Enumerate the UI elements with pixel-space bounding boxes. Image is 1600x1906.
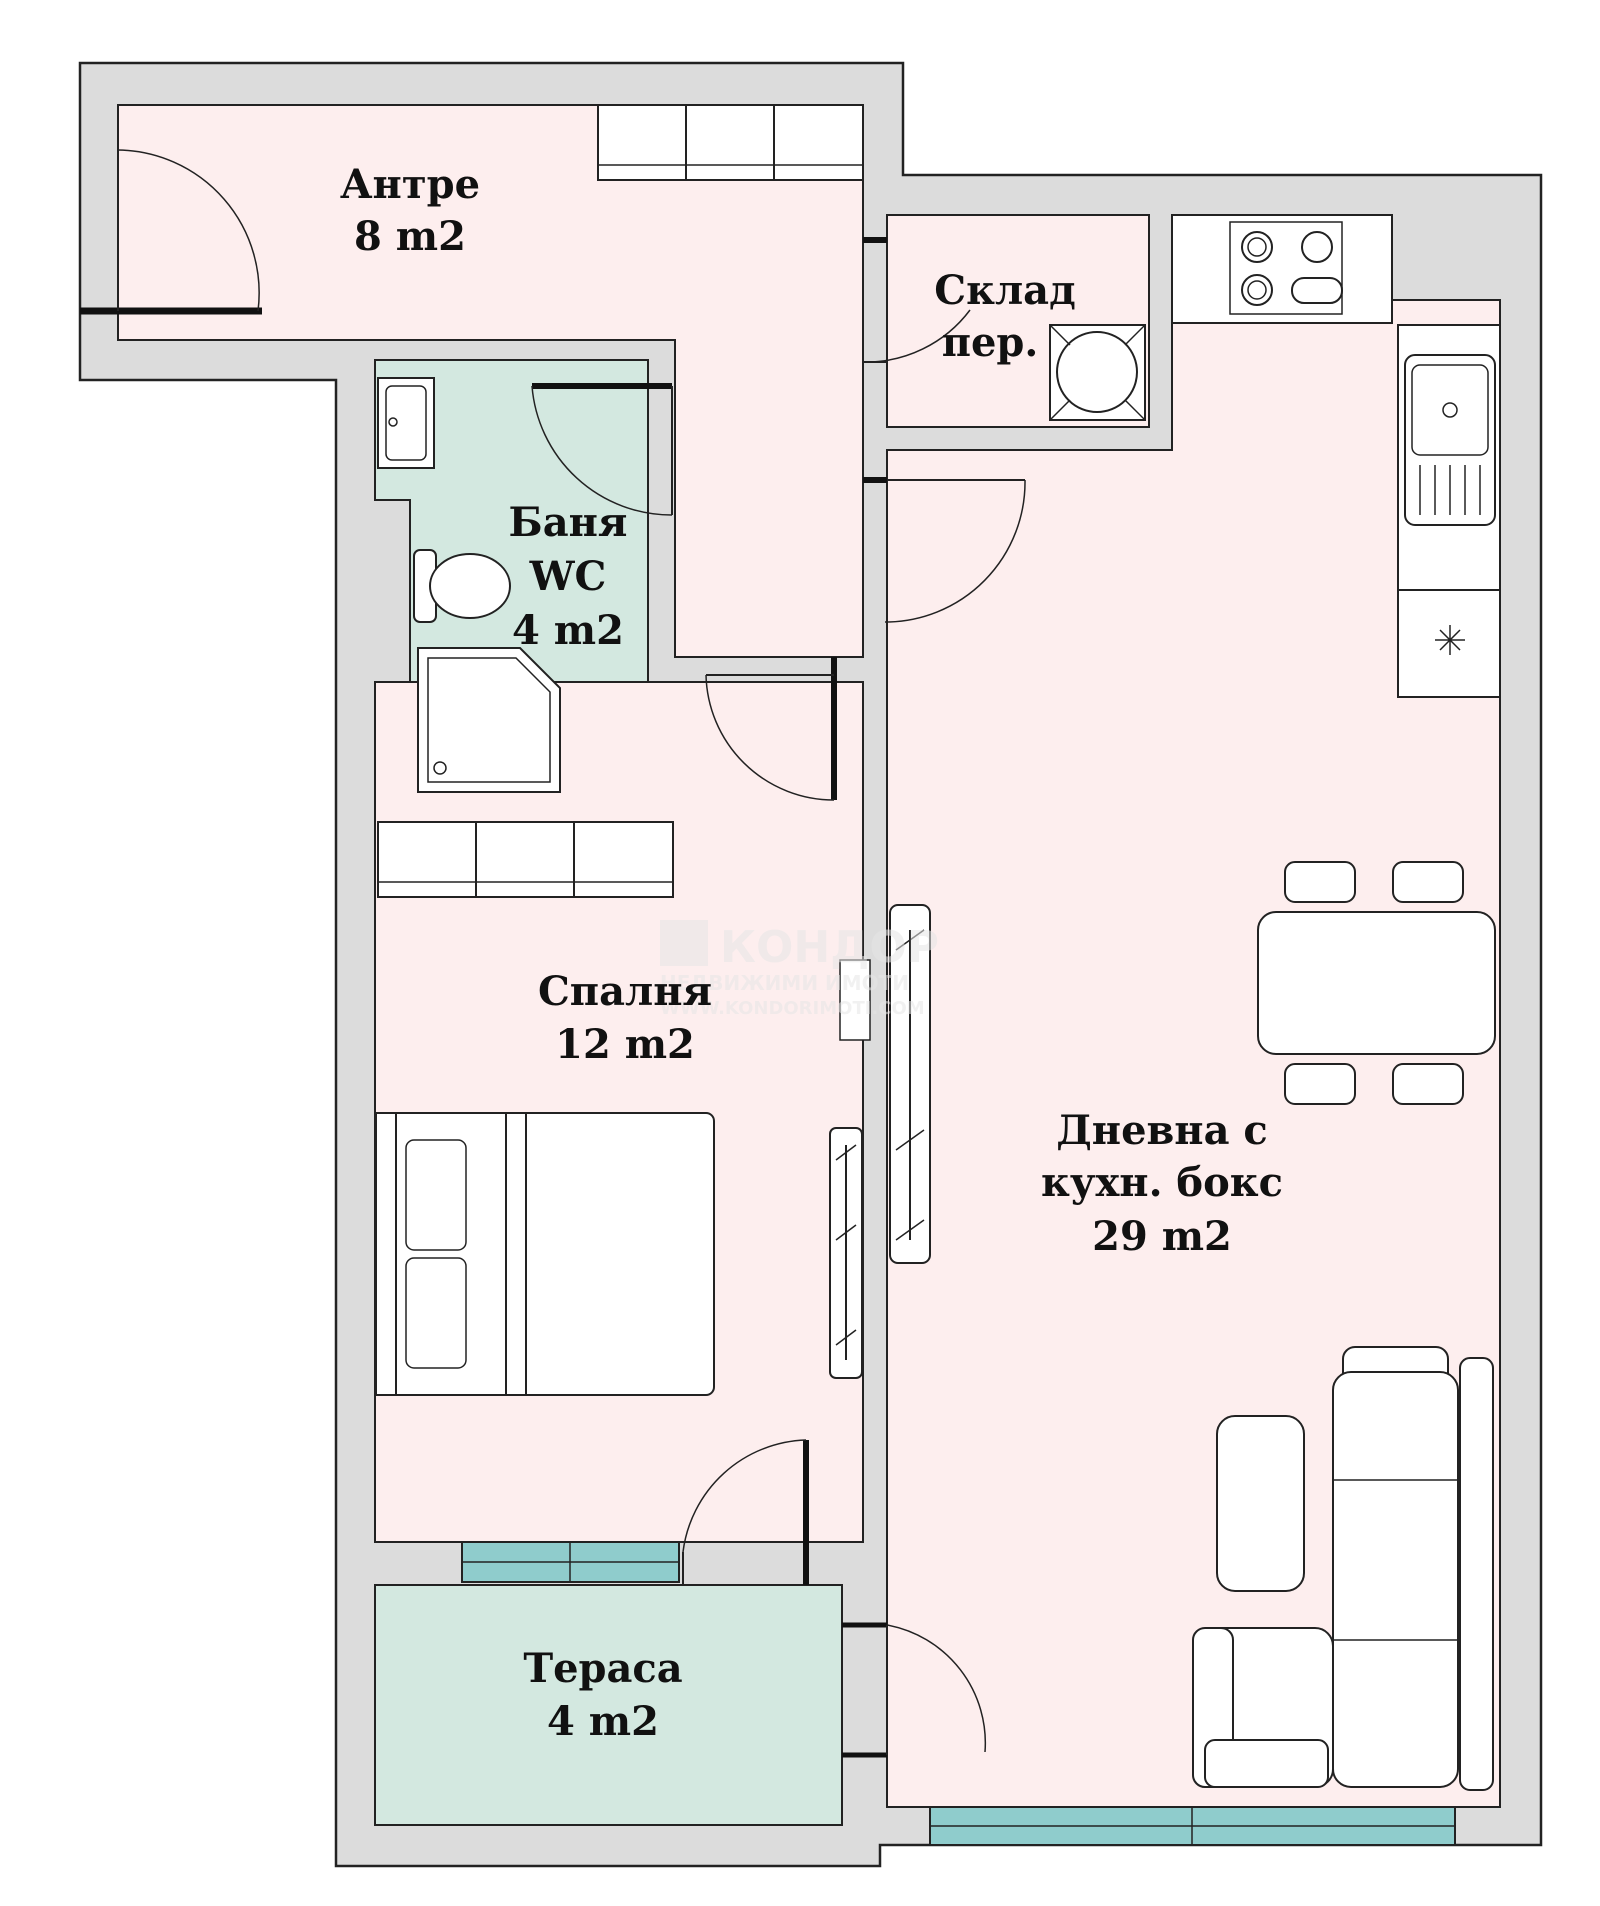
entrance-door: [80, 149, 262, 315]
living-sliding-closet: [889, 904, 931, 1264]
storage-note-label: пер.: [942, 319, 1039, 366]
sofa-icon: [1192, 1346, 1494, 1791]
dining-table-icon: [1257, 861, 1496, 1105]
watermark: КОНДОР НЕДВИЖИМИ ИМОТИ WWW.KONDORIMOTI.C…: [660, 920, 939, 1019]
terrace-door-living: [842, 1622, 987, 1758]
bedroom-area-label: 12 m2: [555, 1021, 695, 1068]
bedroom-sliding-closet: [829, 1127, 863, 1379]
terrace-area-label: 4 m2: [547, 1698, 659, 1745]
shower-icon: [417, 647, 561, 793]
coffee-table-icon: [1216, 1415, 1305, 1592]
storage-name-label: Склад: [934, 267, 1076, 314]
storage-door: [862, 237, 971, 363]
watermark-tagline: НЕДВИЖИМИ ИМОТИ: [660, 971, 909, 995]
entry-wardrobe: [597, 104, 864, 181]
fridge-icon: [1435, 625, 1465, 655]
bath-name-label: Баня: [509, 499, 628, 546]
wall-segment: [839, 959, 871, 1041]
living-door: [863, 477, 1026, 623]
living-line2-label: кухн. бокс: [1041, 1159, 1283, 1206]
terrace-name-label: Тераса: [523, 1645, 682, 1692]
entry-name-label: Антре: [340, 161, 480, 208]
double-bed-icon: [375, 1112, 715, 1396]
bedroom-door: [705, 657, 837, 801]
stove-icon: [1171, 214, 1393, 324]
entry-area-label: 8 m2: [354, 213, 466, 260]
terrace-door-bedroom: [682, 1439, 809, 1585]
bath-sub-label: WC: [529, 553, 607, 600]
toilet-icon: [413, 549, 511, 623]
bath-area-label: 4 m2: [512, 607, 624, 654]
bedroom-wardrobe: [377, 821, 674, 898]
bath-door: [531, 383, 673, 516]
watermark-site: WWW.KONDORIMOTI.COM: [660, 998, 925, 1019]
kitchen-sink-icon: [1404, 354, 1496, 526]
washbasin-icon: [377, 377, 435, 469]
boiler-icon: [1049, 324, 1146, 421]
window-living: [929, 1806, 1456, 1846]
room-floor-terrace: [374, 1584, 843, 1826]
living-area-label: 29 m2: [1092, 1213, 1232, 1260]
kitchen-counter: [1397, 324, 1501, 698]
bedroom-name-label: Спалня: [538, 968, 712, 1015]
living-line1-label: Дневна с: [1056, 1107, 1268, 1154]
watermark-brand: КОНДОР: [720, 922, 939, 973]
window-bedroom: [461, 1541, 680, 1583]
watermark-logo-icon: [660, 920, 708, 966]
